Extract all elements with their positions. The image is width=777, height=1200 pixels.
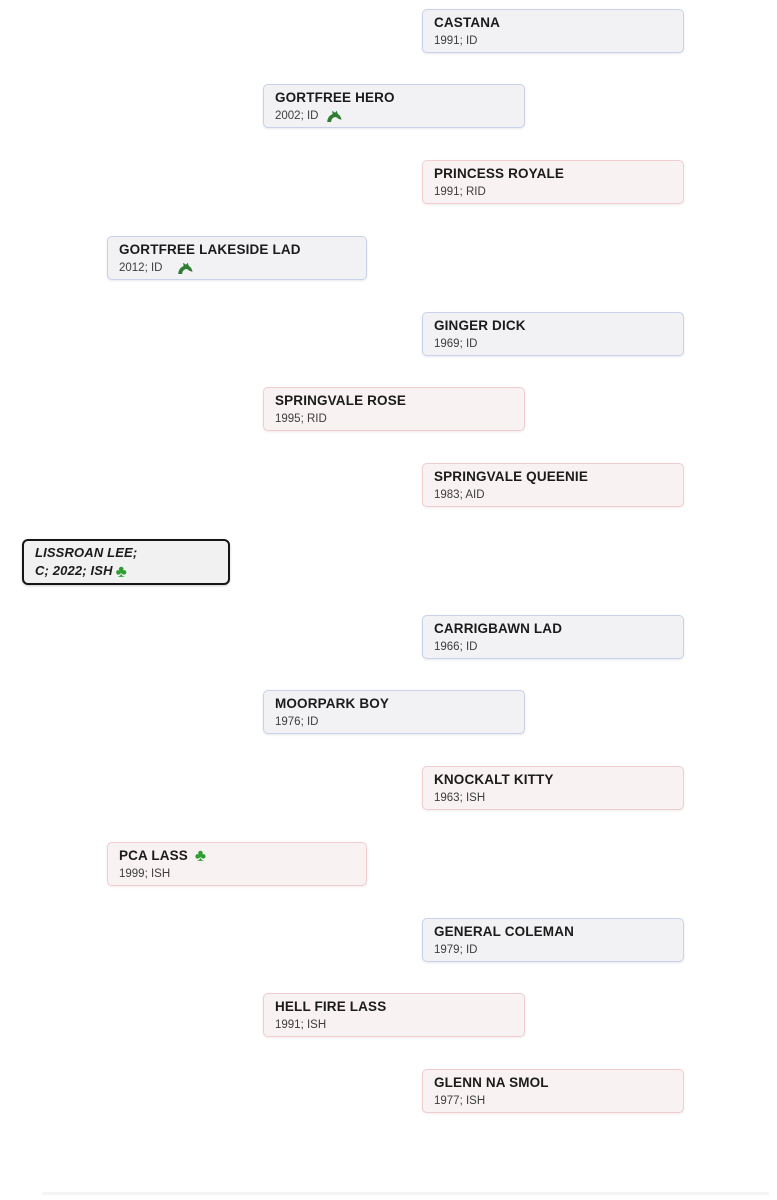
partial-box-top-edge bbox=[42, 1192, 769, 1195]
horse-details-text: 2012; ID bbox=[119, 262, 163, 274]
horse-details: 1995; RID bbox=[275, 413, 327, 425]
pedigree-box-knockalt-kitty[interactable]: KNOCKALT KITTY 1963; ISH bbox=[422, 766, 684, 810]
horse-name: SPRINGVALE ROSE bbox=[275, 393, 407, 408]
horse-details: 1991; ID bbox=[434, 35, 478, 47]
horse-details: 1991; ISH bbox=[275, 1019, 327, 1031]
horse-details: 1999; ISH bbox=[119, 868, 171, 880]
horse-details-text: 2002; ID bbox=[275, 110, 319, 122]
horse-name: MOORPARK BOY bbox=[275, 696, 390, 711]
shamrock-icon: ♣ bbox=[115, 562, 127, 581]
shamrock-icon: ♣ bbox=[194, 846, 207, 865]
horse-name: GORTFREE HERO bbox=[275, 90, 395, 105]
horse-details: 1983; AID bbox=[434, 489, 485, 501]
horse-name: SPRINGVALE QUEENIE bbox=[434, 469, 588, 484]
pedigree-box-hell-fire-lass[interactable]: HELL FIRE LASS 1991; ISH bbox=[263, 993, 525, 1037]
horse-details: 1979; ID bbox=[434, 944, 478, 956]
horse-details: 2012; ID bbox=[119, 261, 355, 275]
pedigree-box-gortfree-hero[interactable]: GORTFREE HERO 2002; ID bbox=[263, 84, 525, 128]
horse-details: 1963; ISH bbox=[434, 792, 486, 804]
pedigree-box-gortfree-lakeside-lad[interactable]: GORTFREE LAKESIDE LAD 2012; ID bbox=[107, 236, 367, 280]
horse-details: 1977; ISH bbox=[434, 1095, 486, 1107]
subject-name-line1: LISSROAN LEE; bbox=[35, 545, 138, 560]
horse-details: 1966; ID bbox=[434, 641, 478, 653]
horse-name: GINGER DICK bbox=[434, 318, 526, 333]
pedigree-box-subject-lissroan-lee: LISSROAN LEE; C; 2022; ISH ♣ bbox=[22, 539, 230, 585]
horse-name: GORTFREE LAKESIDE LAD bbox=[119, 242, 301, 257]
horse-details: 1976; ID bbox=[275, 716, 319, 728]
pedigree-box-princess-royale[interactable]: PRINCESS ROYALE 1991; RID bbox=[422, 160, 684, 204]
pedigree-box-carrigbawn-lad[interactable]: CARRIGBAWN LAD 1966; ID bbox=[422, 615, 684, 659]
horse-name: CASTANA bbox=[434, 15, 501, 30]
horse-name: KNOCKALT KITTY bbox=[434, 772, 554, 787]
subject-name-line2: C; 2022; ISH ♣ bbox=[35, 562, 217, 580]
horse-name: PRINCESS ROYALE bbox=[434, 166, 565, 181]
pedigree-box-moorpark-boy[interactable]: MOORPARK BOY 1976; ID bbox=[263, 690, 525, 734]
horse-details: 1991; RID bbox=[434, 186, 486, 198]
subject-name-line2-text: C; 2022; ISH bbox=[35, 563, 113, 578]
pedigree-box-glenn-na-smol[interactable]: GLENN NA SMOL 1977; ISH bbox=[422, 1069, 684, 1113]
horse-details: 1969; ID bbox=[434, 338, 478, 350]
horse-name-text: PCA LASS bbox=[119, 848, 188, 863]
pedigree-box-castana[interactable]: CASTANA 1991; ID bbox=[422, 9, 684, 53]
horse-head-icon bbox=[325, 109, 343, 123]
pedigree-box-pca-lass[interactable]: PCA LASS ♣ 1999; ISH bbox=[107, 842, 367, 886]
pedigree-box-ginger-dick[interactable]: GINGER DICK 1969; ID bbox=[422, 312, 684, 356]
horse-head-icon bbox=[176, 261, 194, 275]
pedigree-box-springvale-queenie[interactable]: SPRINGVALE QUEENIE 1983; AID bbox=[422, 463, 684, 507]
horse-details: 2002; ID bbox=[275, 109, 513, 123]
horse-name: HELL FIRE LASS bbox=[275, 999, 387, 1014]
horse-name: GLENN NA SMOL bbox=[434, 1075, 549, 1090]
horse-name: PCA LASS ♣ bbox=[119, 847, 355, 864]
horse-name: CARRIGBAWN LAD bbox=[434, 621, 563, 636]
pedigree-box-general-coleman[interactable]: GENERAL COLEMAN 1979; ID bbox=[422, 918, 684, 962]
pedigree-box-springvale-rose[interactable]: SPRINGVALE ROSE 1995; RID bbox=[263, 387, 525, 431]
horse-name: GENERAL COLEMAN bbox=[434, 924, 575, 939]
